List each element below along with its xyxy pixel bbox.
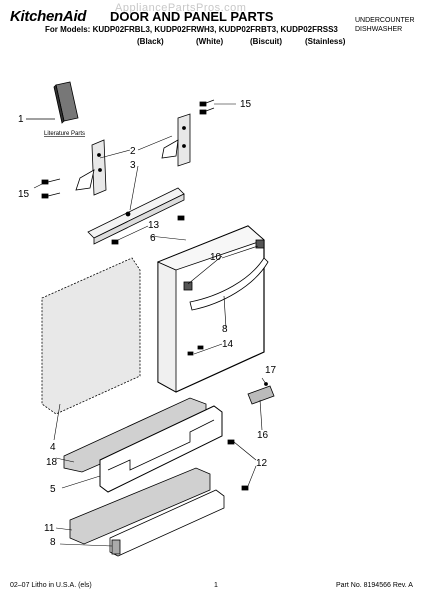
toe-panel-bracket-drawing: [99, 405, 223, 493]
watermark: AppliancePartsPros.com: [115, 2, 247, 14]
category-line-2: DISHWASHER: [355, 26, 403, 33]
callout-number: 15: [240, 99, 252, 110]
callout-number: 14: [222, 339, 234, 350]
model-number: KUDP02FRSS3: [280, 25, 338, 34]
page-number: 1: [214, 582, 218, 589]
callout-number: 10: [210, 252, 222, 263]
model-color: (Stainless): [305, 37, 346, 46]
callout-number: 5: [50, 484, 56, 495]
right-hinge-drawing: [161, 113, 191, 167]
screw-drawing: [177, 215, 185, 221]
callout-number: 18: [46, 457, 58, 468]
outer-door-panel-drawing: [156, 225, 265, 393]
screw-drawing: [111, 239, 119, 245]
callout-number: 4: [50, 442, 56, 453]
bottom-trim-drawing: [109, 489, 225, 557]
print-info: 02–07 Litho in U.S.A. (els): [10, 582, 92, 589]
callout-number: 11: [44, 523, 55, 534]
screws-right-drawing: [199, 99, 215, 115]
callout-number: 2: [130, 146, 136, 157]
model-color: (Biscuit): [250, 37, 282, 46]
door-handle-drawing: [183, 239, 269, 311]
models-line: For Models: KUDP02FRBL3, KUDP02FRWH3, KU…: [45, 25, 338, 34]
callout-number: 17: [265, 365, 277, 376]
model-color: (Black): [137, 37, 164, 46]
callout-number: 1: [18, 114, 24, 125]
callout-number: 6: [150, 233, 156, 244]
literature-booklet-drawing: [53, 81, 79, 124]
callout-number: 3: [130, 160, 136, 171]
page-title: DOOR AND PANEL PARTS: [110, 9, 274, 24]
callout-number: 15: [18, 189, 30, 200]
callout-number: 8: [50, 537, 56, 548]
bracket-rail-drawing: [87, 187, 185, 245]
part-number: Part No. 8194566 Rev. A: [336, 582, 413, 589]
model-number: KUDP02FRBT3,: [218, 25, 279, 34]
foam-strip-lower-drawing: [69, 467, 211, 545]
screw-drawing: [187, 351, 194, 356]
screw-drawing: [197, 345, 204, 350]
brand-logo: KitchenAid: [10, 8, 87, 25]
model-number: KUDP02FRBL3,: [92, 25, 153, 34]
screw-drawing: [227, 439, 235, 445]
door-clip-drawing: [247, 382, 275, 405]
models-prefix: For Models:: [45, 25, 91, 34]
literature-parts-label: Literature Parts: [44, 131, 85, 137]
left-hinge-drawing: [75, 139, 107, 196]
callout-number: 8: [222, 324, 228, 335]
callout-number: 13: [148, 220, 160, 231]
model-color: (White): [196, 37, 224, 46]
insulation-panel-drawing: [41, 257, 141, 415]
model-number: KUDP02FRWH3,: [154, 25, 217, 34]
screw-drawing: [241, 485, 249, 491]
screws-left-drawing: [41, 178, 61, 199]
appliance-category: UNDERCOUNTER DISHWASHER: [355, 16, 415, 34]
callout-number: 12: [256, 458, 268, 469]
callout-number: 16: [257, 430, 269, 441]
category-line-1: UNDERCOUNTER: [355, 17, 415, 24]
